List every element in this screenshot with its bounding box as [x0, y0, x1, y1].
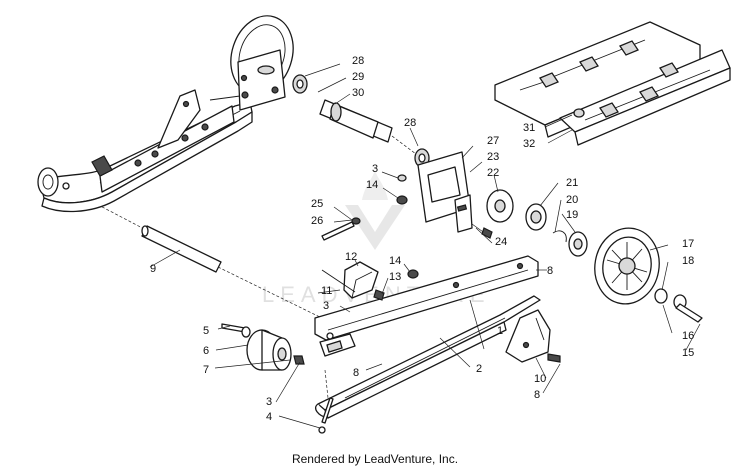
- callout-17: 17: [682, 238, 694, 250]
- callout-6: 6: [203, 345, 209, 357]
- upper-shaft-assembly: [292, 74, 430, 168]
- callout-7: 7: [203, 364, 209, 376]
- stopper-block: [321, 261, 419, 301]
- callout-3-upper: 3: [372, 163, 378, 175]
- callout-5: 5: [203, 325, 209, 337]
- right-rail: [314, 255, 539, 357]
- rear-end-bracket: [505, 309, 561, 363]
- callout-1: 1: [497, 325, 503, 337]
- callout-3-lower: 3: [266, 396, 272, 408]
- bearing-stack: [525, 203, 588, 257]
- callout-28-lower: 28: [404, 117, 416, 129]
- track-section: [494, 21, 731, 146]
- callout-15: 15: [682, 347, 694, 359]
- callout-19: 19: [566, 209, 578, 221]
- callout-18: 18: [682, 255, 694, 267]
- leader-lines: [149, 63, 701, 429]
- callout-29: 29: [352, 71, 364, 83]
- slide-rail: [314, 295, 541, 419]
- callout-16: 16: [682, 330, 694, 342]
- left-rail-assembly: [37, 15, 294, 213]
- callout-24: 24: [495, 236, 507, 248]
- watermark-logo: [345, 170, 405, 250]
- callout-30: 30: [352, 87, 364, 99]
- callout-13: 13: [389, 271, 401, 283]
- cross-shaft: [61, 185, 331, 323]
- callout-31: 31: [523, 122, 535, 134]
- callout-28-upper: 28: [352, 55, 364, 67]
- long-bolt: [321, 217, 361, 241]
- rear-wheel-assembly: [594, 227, 703, 323]
- callout-3-mid: 3: [323, 300, 329, 312]
- callout-2: 2: [476, 363, 482, 375]
- callout-23: 23: [487, 151, 499, 163]
- callout-26: 26: [311, 215, 323, 227]
- lower-bolt: [318, 369, 334, 434]
- callout-10: 10: [534, 373, 546, 385]
- callout-labels: 28 29 30 28 27 23 22 3 14 25 26 24 31 32…: [150, 55, 694, 423]
- rear-bracket-assembly: [396, 151, 514, 239]
- callout-25: 25: [311, 198, 323, 210]
- callout-22: 22: [487, 167, 499, 179]
- callout-12: 12: [345, 251, 357, 263]
- callout-11: 11: [321, 285, 332, 297]
- front-wheel-assembly: [221, 323, 305, 371]
- callout-21: 21: [566, 177, 578, 189]
- callout-27: 27: [487, 135, 499, 147]
- callout-14-lower: 14: [389, 255, 401, 267]
- callout-20: 20: [566, 194, 578, 206]
- render-credit: Rendered by LeadVenture, Inc.: [291, 452, 459, 466]
- callout-8-lower: 8: [534, 389, 540, 401]
- callout-32: 32: [523, 138, 535, 150]
- callout-9: 9: [150, 263, 156, 275]
- callout-14-upper: 14: [366, 179, 378, 191]
- callout-4: 4: [266, 411, 272, 423]
- callout-8-right: 8: [547, 265, 553, 277]
- callout-8-mid: 8: [353, 367, 359, 379]
